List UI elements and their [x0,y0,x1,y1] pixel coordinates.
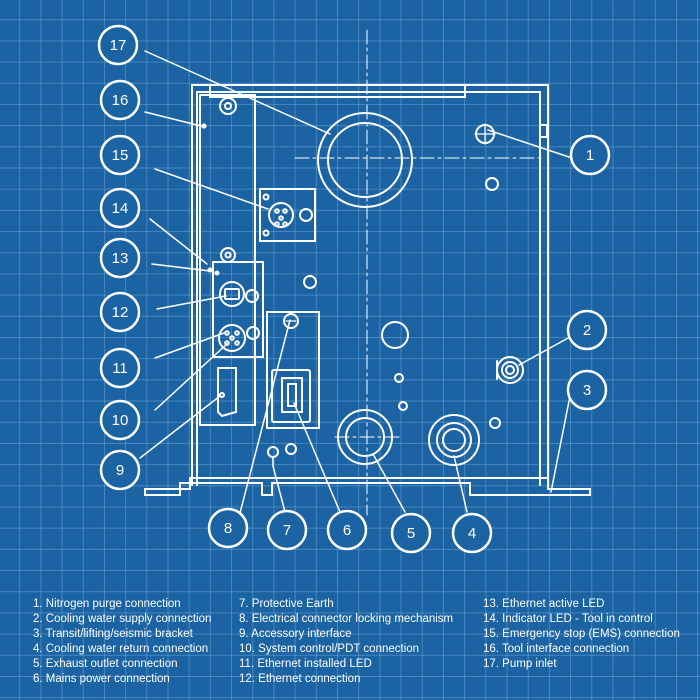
legend-item: 12. Ethernet connection [239,673,361,685]
callout-14: 14 [99,187,141,229]
legend-item: 10. System control/PDT connection [239,643,420,655]
callout-4: 4 [451,512,493,554]
legend-item: 6. Mains power connection [33,673,170,685]
cooling-water-supply [496,356,524,384]
callout-15: 15 [99,134,141,176]
legend-item: 11. Ethernet installed LED [239,658,372,670]
callout-14-label: 14 [112,200,129,217]
legend-item: 14. Indicator LED - Tool in control [483,613,653,625]
callout-17-label: 17 [110,37,127,54]
callout-16: 16 [99,79,141,121]
callout-12-label: 12 [112,304,129,321]
callout-1: 1 [569,134,611,176]
callout-16-label: 16 [112,92,129,109]
callout-7: 7 [266,509,308,551]
callout-6-label: 6 [343,522,351,539]
callout-10: 10 [99,399,141,441]
pump-body-outline [144,84,591,496]
mains-power-connector [266,311,320,429]
callout-15-label: 15 [112,147,129,164]
callout-13-label: 13 [112,250,129,267]
callout-6: 6 [326,509,368,551]
network-connectors [207,267,260,418]
legend-item: 8. Electrical connector locking mechanis… [239,613,454,625]
legend-item: 2. Cooling water supply connection [33,613,212,625]
callout-9-label: 9 [116,462,124,479]
callout-2: 2 [566,309,608,351]
legend-column-3: 13. Ethernet active LED 14. Indicator LE… [483,597,680,672]
callout-3: 3 [566,369,608,411]
callout-5: 5 [390,512,432,554]
pump-inlet [317,112,413,208]
small-ports [267,321,501,467]
legend-item: 15. Emergency stop (EMS) connection [483,628,680,640]
callout-9: 9 [99,449,141,491]
legend-item: 16. Tool interface connection [483,643,630,655]
callout-3-label: 3 [583,382,591,399]
legend-item: 7. Protective Earth [239,598,334,610]
legend-column-1: 1. Nitrogen purge connection 2. Cooling … [33,597,211,687]
legend-item: 13. Ethernet active LED [483,598,605,610]
legend-column-2: 7. Protective Earth 8. Electrical connec… [239,597,453,687]
callout-2-label: 2 [583,322,591,339]
callout-17: 17 [97,24,139,66]
legend-item: 5. Exhaust outlet connection [33,658,178,670]
callout-11-label: 11 [112,360,128,377]
callout-13: 13 [99,237,141,279]
callout-8: 8 [207,507,249,549]
callout-10-label: 10 [112,412,129,429]
callout-5-label: 5 [407,525,415,542]
callout-7-label: 7 [283,522,291,539]
legend-item: 4. Cooling water return connection [33,643,209,655]
callout-1-label: 1 [586,147,594,164]
exhaust-outlet [337,409,393,465]
legend-item: 9. Accessory interface [239,628,352,640]
callout-4-label: 4 [468,525,476,542]
legend-item: 17. Pump inlet [483,658,557,670]
leader-lines [139,50,573,514]
legend-item: 3. Transit/lifting/seismic bracket [33,628,193,640]
ems-connector [259,188,317,289]
legend-item: 1. Nitrogen purge connection [33,598,181,610]
callout-8-label: 8 [224,520,232,537]
callout-12: 12 [99,291,141,333]
callout-11: 11 [99,347,141,389]
nitrogen-purge-port [474,123,499,191]
